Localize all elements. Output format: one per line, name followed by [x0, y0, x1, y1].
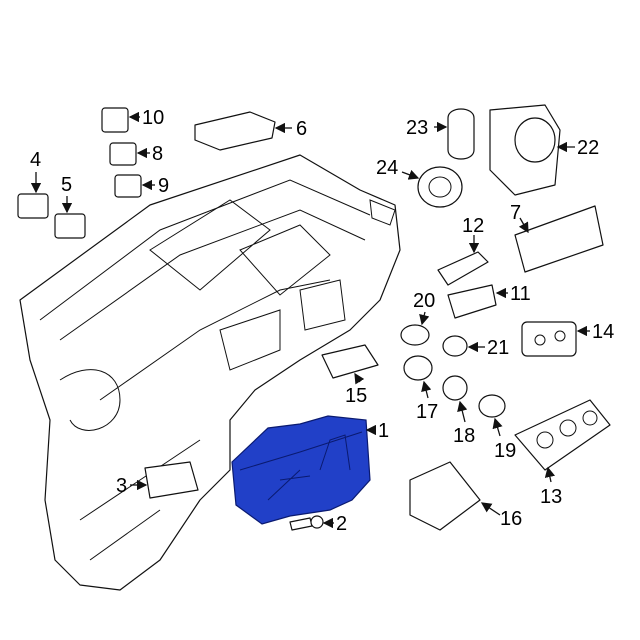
callout-2: 2 [336, 513, 347, 535]
callout-4: 4 [30, 149, 41, 171]
callout-9: 9 [158, 175, 169, 197]
callout-5: 5 [61, 174, 72, 196]
callout-6: 6 [296, 118, 307, 140]
callout-22: 22 [577, 137, 599, 159]
leader-lines [30, 111, 590, 529]
callout-7: 7 [510, 202, 521, 224]
callout-labels: 10 6 8 9 4 5 23 22 24 12 7 20 11 14 21 1… [30, 107, 614, 535]
callout-20: 20 [413, 290, 435, 312]
callout-16: 16 [500, 508, 522, 530]
callout-23: 23 [406, 117, 428, 139]
callout-1: 1 [378, 420, 389, 442]
callout-14: 14 [592, 321, 614, 343]
callout-18: 18 [453, 425, 475, 447]
callout-15: 15 [345, 385, 367, 407]
callout-11: 11 [510, 283, 531, 305]
part-shapes [17, 104, 611, 531]
callout-8: 8 [152, 143, 163, 165]
dashboard-outline [19, 154, 401, 591]
callout-13: 13 [540, 486, 562, 508]
callout-10: 10 [142, 107, 164, 129]
callout-24: 24 [376, 157, 398, 179]
instrument-cluster-part [231, 415, 371, 525]
callout-19: 19 [494, 440, 516, 462]
callout-17: 17 [416, 401, 438, 423]
callout-21: 21 [487, 337, 509, 359]
callout-3: 3 [116, 475, 127, 497]
callout-12: 12 [462, 215, 484, 237]
